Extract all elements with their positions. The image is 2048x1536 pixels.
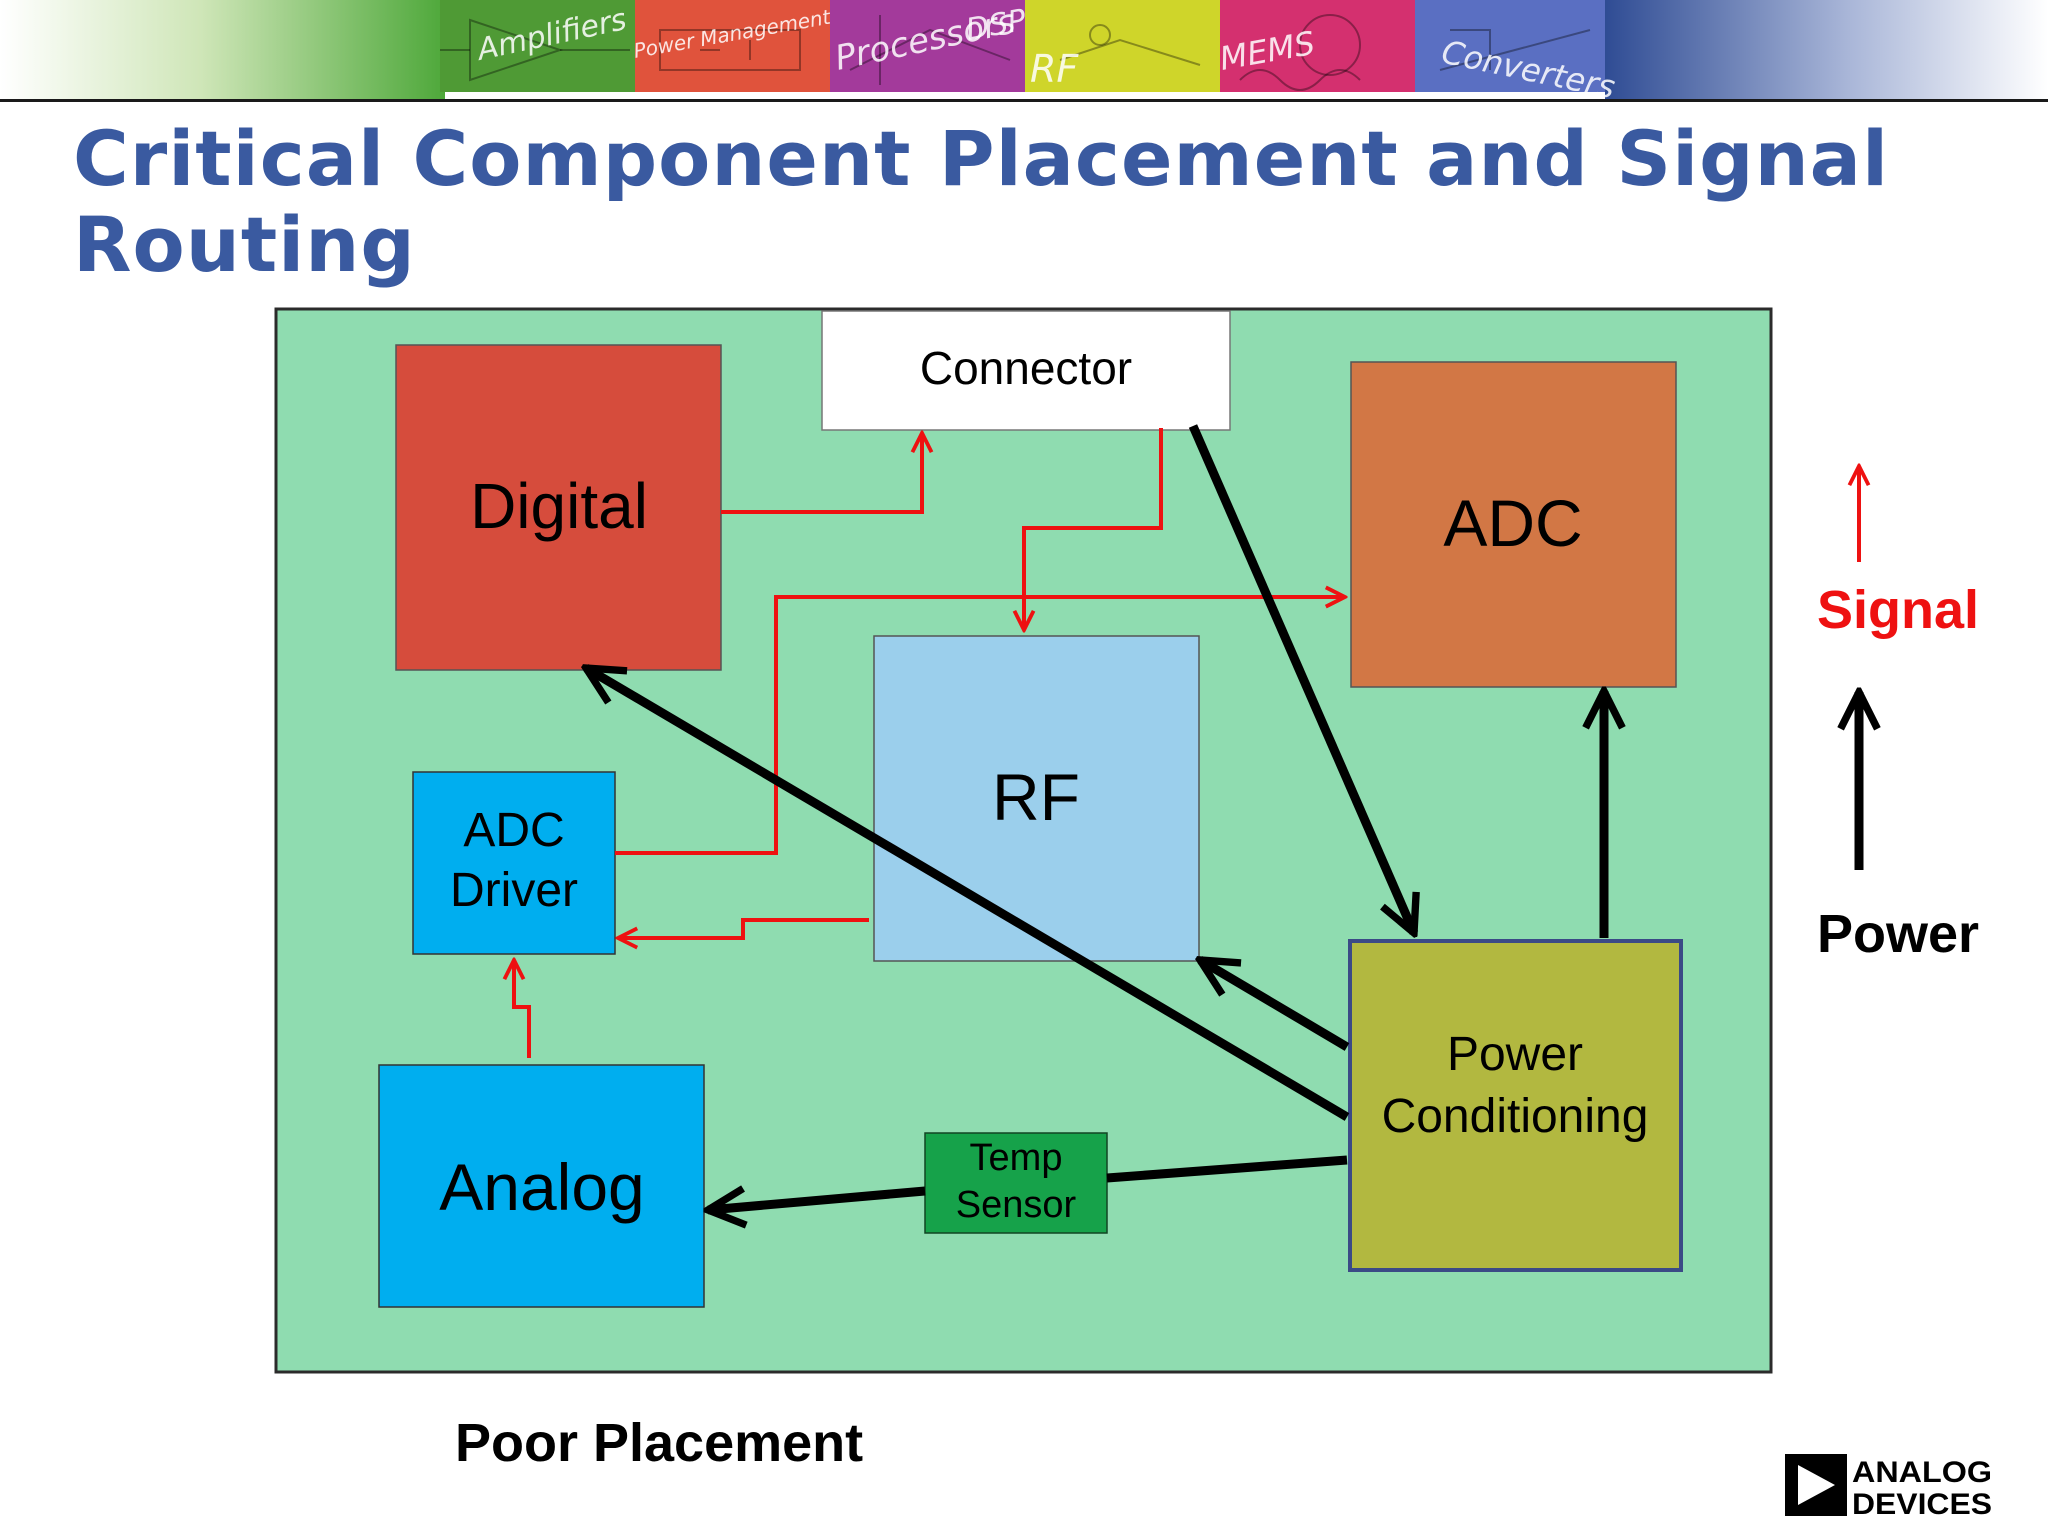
rf-block: [873, 635, 1200, 962]
adc-label: ADC: [1443, 486, 1582, 560]
signal-adc-driver-to-adc: [615, 597, 1345, 855]
analog-block: [378, 1064, 705, 1308]
power-conditioning-to-temp-sensor: [1106, 1155, 1348, 1183]
temp-sensor-label-line2: Sensor: [956, 1184, 1077, 1226]
banner-tile-processors: [830, 0, 1025, 92]
header-banner: Amplifiers Power Management Processors D…: [0, 0, 2048, 100]
power-conditioning-block: [1348, 939, 1683, 1272]
signal-analog-to-adc-driver: [514, 960, 531, 1058]
temp-sensor-label-line1: Temp: [970, 1137, 1063, 1179]
connector-block: [821, 310, 1231, 431]
header-rule: [0, 99, 2048, 102]
banner-tile-mems: [1220, 0, 1415, 92]
temp-sensor-block: [924, 1132, 1108, 1234]
banner-tile-rf: [1025, 0, 1220, 92]
banner-text-rf: RF: [1030, 47, 1079, 91]
logo-line2: DEVICES: [1852, 1488, 1992, 1520]
power-conditioning-to-rf: [1200, 960, 1350, 1051]
power-connector-to-conditioning: [1188, 424, 1414, 933]
legend-signal-label: Signal: [1817, 580, 1979, 640]
banner-tile-power-management: [635, 0, 830, 92]
adc-driver-block: [412, 771, 616, 955]
adc-driver-label-line2: Driver: [450, 864, 578, 917]
analog-label: Analog: [439, 1150, 645, 1224]
banner-tile-converters: [1415, 0, 1605, 92]
diagram-caption: Poor Placement: [455, 1413, 864, 1473]
legend-power-label: Power: [1817, 904, 1979, 964]
signal-rf-to-adc-driver: [618, 918, 869, 938]
signal-connector-to-rf: [1024, 428, 1163, 630]
banner-tile-amplifiers: [440, 0, 635, 92]
digital-block: [395, 344, 722, 671]
digital-label: Digital: [470, 470, 648, 542]
power-conditioning-to-digital: [586, 668, 1350, 1121]
logo-line1: ANALOG: [1852, 1456, 1992, 1489]
power-conditioning-label-line1: Power: [1447, 1028, 1583, 1081]
adc-block: [1350, 361, 1677, 688]
slide-title: Critical Component Placement and Signal …: [73, 114, 1890, 289]
adc-driver-label-line1: ADC: [463, 804, 564, 857]
connector-label: Connector: [920, 342, 1132, 394]
signal-digital-to-connector: [721, 433, 922, 514]
analog-devices-logo: ANALOG DEVICES: [1785, 1454, 1992, 1520]
power-conditioning-label-line2: Conditioning: [1382, 1090, 1649, 1143]
power-temp-sensor-to-analog: [708, 1191, 926, 1210]
rf-label: RF: [992, 760, 1080, 834]
